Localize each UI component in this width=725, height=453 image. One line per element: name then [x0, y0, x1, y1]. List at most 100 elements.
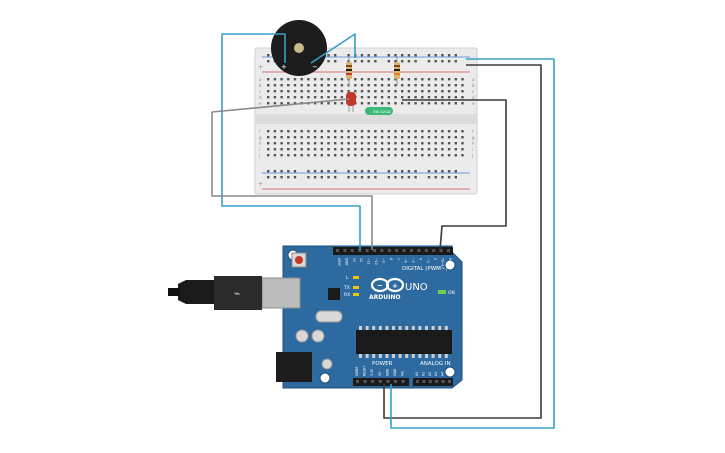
- breadboard-hole[interactable]: [441, 170, 444, 173]
- breadboard-hole[interactable]: [387, 176, 390, 179]
- breadboard-hole[interactable]: [434, 60, 437, 63]
- breadboard-hole[interactable]: [267, 176, 270, 179]
- breadboard-hole[interactable]: [293, 170, 297, 173]
- breadboard-hole[interactable]: [367, 130, 370, 133]
- breadboard-hole[interactable]: [421, 154, 424, 157]
- breadboard-hole[interactable]: [407, 90, 411, 93]
- breadboard-hole[interactable]: [287, 142, 290, 145]
- breadboard-hole[interactable]: [280, 142, 283, 145]
- breadboard-hole[interactable]: [407, 96, 411, 99]
- breadboard-hole[interactable]: [293, 78, 297, 81]
- breadboard-hole[interactable]: [334, 78, 337, 81]
- breadboard-hole[interactable]: [374, 136, 377, 139]
- breadboard-hole[interactable]: [374, 96, 377, 99]
- breadboard-hole[interactable]: [320, 170, 323, 173]
- breadboard-hole[interactable]: [427, 78, 431, 81]
- breadboard-hole[interactable]: [340, 136, 344, 139]
- breadboard-hole[interactable]: [280, 136, 283, 139]
- usb-port[interactable]: [261, 277, 301, 309]
- breadboard-hole[interactable]: [313, 78, 317, 81]
- breadboard-hole[interactable]: [273, 78, 277, 81]
- breadboard-hole[interactable]: [374, 90, 377, 93]
- breadboard-hole[interactable]: [287, 102, 290, 105]
- breadboard-hole[interactable]: [267, 96, 270, 99]
- breadboard-hole[interactable]: [461, 78, 464, 81]
- breadboard-hole[interactable]: [327, 148, 330, 151]
- breadboard-hole[interactable]: [347, 176, 350, 179]
- breadboard-hole[interactable]: [434, 130, 437, 133]
- breadboard-hole[interactable]: [394, 142, 397, 145]
- breadboard-hole[interactable]: [374, 60, 377, 63]
- breadboard-hole[interactable]: [387, 60, 390, 63]
- breadboard-hole[interactable]: [360, 170, 364, 173]
- breadboard-hole[interactable]: [427, 96, 431, 99]
- breadboard-hole[interactable]: [401, 102, 404, 105]
- breadboard-hole[interactable]: [434, 102, 437, 105]
- breadboard-hole[interactable]: [447, 154, 451, 157]
- breadboard-hole[interactable]: [454, 60, 457, 63]
- breadboard-hole[interactable]: [447, 60, 451, 63]
- breadboard-hole[interactable]: [401, 90, 404, 93]
- breadboard-hole[interactable]: [267, 90, 270, 93]
- breadboard-hole[interactable]: [300, 130, 303, 133]
- breadboard-hole[interactable]: [374, 54, 377, 57]
- usb-cable-plug[interactable]: [178, 280, 214, 304]
- header-pin[interactable]: [428, 380, 432, 383]
- breadboard-hole[interactable]: [421, 102, 424, 105]
- header-pin[interactable]: [373, 249, 376, 252]
- breadboard-hole[interactable]: [387, 78, 390, 81]
- breadboard-hole[interactable]: [434, 78, 437, 81]
- breadboard-hole[interactable]: [434, 90, 437, 93]
- breadboard-hole[interactable]: [313, 176, 317, 179]
- breadboard-hole[interactable]: [340, 96, 344, 99]
- breadboard-hole[interactable]: [434, 136, 437, 139]
- breadboard-hole[interactable]: [461, 142, 464, 145]
- breadboard-hole[interactable]: [421, 96, 424, 99]
- breadboard-hole[interactable]: [401, 142, 404, 145]
- breadboard-hole[interactable]: [313, 142, 317, 145]
- breadboard-hole[interactable]: [313, 154, 317, 157]
- breadboard-hole[interactable]: [387, 90, 390, 93]
- breadboard-hole[interactable]: [267, 54, 270, 57]
- breadboard-hole[interactable]: [401, 136, 404, 139]
- breadboard-hole[interactable]: [340, 102, 344, 105]
- breadboard-hole[interactable]: [454, 142, 457, 145]
- breadboard-hole[interactable]: [360, 84, 364, 87]
- breadboard-hole[interactable]: [354, 90, 357, 93]
- header-pin[interactable]: [358, 249, 362, 252]
- breadboard-hole[interactable]: [293, 136, 297, 139]
- breadboard-hole[interactable]: [327, 102, 330, 105]
- breadboard-hole[interactable]: [374, 84, 377, 87]
- breadboard-hole[interactable]: [347, 136, 350, 139]
- breadboard-hole[interactable]: [407, 60, 411, 63]
- wire-gnd-rail[interactable]: [383, 64, 542, 419]
- breadboard-hole[interactable]: [354, 148, 357, 151]
- breadboard-hole[interactable]: [340, 148, 344, 151]
- breadboard-hole[interactable]: [387, 154, 390, 157]
- breadboard-hole[interactable]: [394, 96, 397, 99]
- breadboard-hole[interactable]: [327, 54, 330, 57]
- breadboard-hole[interactable]: [447, 130, 451, 133]
- header-pin[interactable]: [343, 249, 347, 252]
- breadboard-hole[interactable]: [334, 130, 337, 133]
- breadboard-hole[interactable]: [367, 60, 370, 63]
- breadboard-hole[interactable]: [427, 170, 431, 173]
- header-pin[interactable]: [386, 380, 390, 383]
- breadboard-hole[interactable]: [394, 136, 397, 139]
- breadboard-hole[interactable]: [273, 102, 277, 105]
- breadboard-hole[interactable]: [340, 130, 344, 133]
- breadboard-hole[interactable]: [334, 54, 337, 57]
- breadboard-hole[interactable]: [347, 90, 350, 93]
- breadboard-hole[interactable]: [367, 142, 370, 145]
- breadboard-hole[interactable]: [293, 148, 297, 151]
- breadboard-hole[interactable]: [347, 170, 350, 173]
- breadboard-hole[interactable]: [280, 176, 283, 179]
- breadboard-hole[interactable]: [300, 154, 303, 157]
- tilt-sensor[interactable]: SW-520D: [365, 107, 393, 115]
- breadboard-hole[interactable]: [461, 130, 464, 133]
- breadboard-hole[interactable]: [434, 170, 437, 173]
- breadboard-hole[interactable]: [374, 170, 377, 173]
- breadboard-hole[interactable]: [367, 84, 370, 87]
- breadboard-hole[interactable]: [327, 136, 330, 139]
- breadboard-hole[interactable]: [354, 136, 357, 139]
